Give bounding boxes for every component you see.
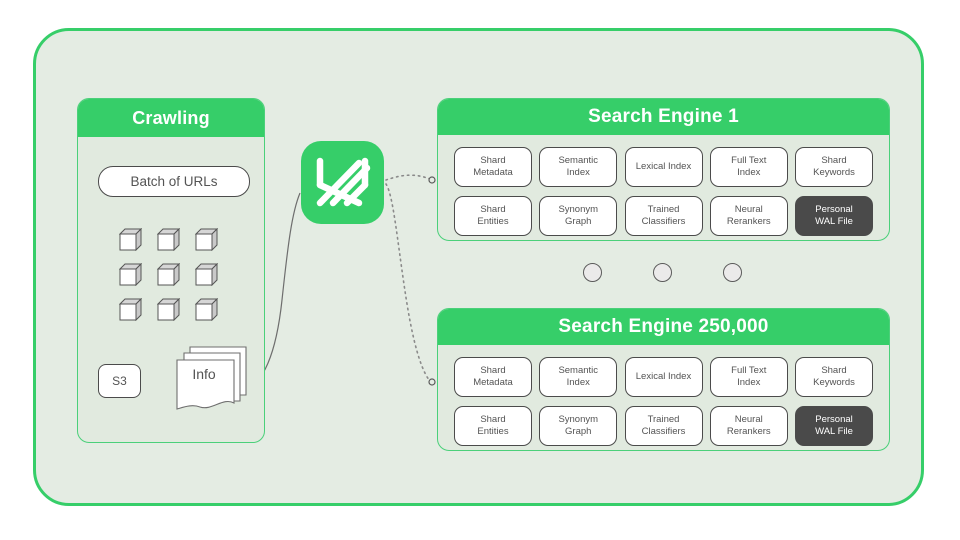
search-engine-250000-header: Search Engine 250,000	[438, 309, 889, 345]
chip-full-text-index[interactable]: Full Text Index	[709, 147, 788, 187]
chip-shard-entities[interactable]: Shard Entities	[454, 196, 532, 236]
info-label: Info	[192, 366, 216, 382]
chip-row: Shard Metadata Semantic Index Lexical In…	[454, 357, 873, 397]
s3-bucket-box[interactable]: S3	[98, 364, 141, 398]
chip-synonym-graph[interactable]: Synonym Graph	[539, 196, 618, 236]
ellipsis-circle	[583, 263, 602, 282]
search-engine-250000-body: Shard Metadata Semantic Index Lexical In…	[438, 345, 889, 446]
crawling-header: Crawling	[78, 99, 264, 137]
chip-personal-wal-file[interactable]: Personal WAL File	[795, 406, 873, 446]
chip-trained-classifiers[interactable]: Trained Classifiers	[624, 196, 703, 236]
chip-shard-metadata[interactable]: Shard Metadata	[454, 357, 532, 397]
chip-full-text-index[interactable]: Full Text Index	[709, 357, 788, 397]
cube-row	[118, 262, 219, 287]
chip-trained-classifiers[interactable]: Trained Classifiers	[624, 406, 703, 446]
striped-n-logo[interactable]	[301, 141, 384, 224]
cube-icon	[156, 262, 181, 287]
chip-shard-metadata[interactable]: Shard Metadata	[454, 147, 532, 187]
cube-icon	[118, 262, 143, 287]
cube-icon	[156, 227, 181, 252]
panel-search-engine-250000[interactable]: Search Engine 250,000 Shard Metadata Sem…	[437, 308, 890, 451]
cube-icon	[194, 262, 219, 287]
chip-neural-rerankers[interactable]: Neural Rerankers	[709, 406, 788, 446]
chip-synonym-graph[interactable]: Synonym Graph	[539, 406, 618, 446]
chip-shard-entities[interactable]: Shard Entities	[454, 406, 532, 446]
info-document-stack[interactable]	[176, 345, 247, 410]
chip-semantic-index[interactable]: Semantic Index	[539, 357, 618, 397]
chip-shard-keywords[interactable]: Shard Keywords	[795, 147, 873, 187]
cube-icon	[194, 227, 219, 252]
cube-icon	[156, 297, 181, 322]
chip-row: Shard Entities Synonym Graph Trained Cla…	[454, 406, 873, 446]
search-engine-1-body: Shard Metadata Semantic Index Lexical In…	[438, 135, 889, 236]
cube-row	[118, 227, 219, 252]
chip-lexical-index[interactable]: Lexical Index	[624, 357, 703, 397]
more-engines-ellipsis	[583, 263, 743, 283]
batch-of-urls-box[interactable]: Batch of URLs	[98, 166, 250, 197]
cube-icon	[118, 297, 143, 322]
cube-grid	[118, 227, 219, 333]
chip-row: Shard Metadata Semantic Index Lexical In…	[454, 147, 873, 187]
ellipsis-circle	[653, 263, 672, 282]
ellipsis-circle	[723, 263, 742, 282]
search-engine-1-header: Search Engine 1	[438, 99, 889, 135]
chip-personal-wal-file[interactable]: Personal WAL File	[795, 196, 873, 236]
chip-neural-rerankers[interactable]: Neural Rerankers	[709, 196, 788, 236]
panel-search-engine-1[interactable]: Search Engine 1 Shard Metadata Semantic …	[437, 98, 890, 241]
cube-icon	[118, 227, 143, 252]
cube-row	[118, 297, 219, 322]
chip-lexical-index[interactable]: Lexical Index	[624, 147, 703, 187]
chip-semantic-index[interactable]: Semantic Index	[539, 147, 618, 187]
cube-icon	[194, 297, 219, 322]
chip-shard-keywords[interactable]: Shard Keywords	[795, 357, 873, 397]
chip-row: Shard Entities Synonym Graph Trained Cla…	[454, 196, 873, 236]
